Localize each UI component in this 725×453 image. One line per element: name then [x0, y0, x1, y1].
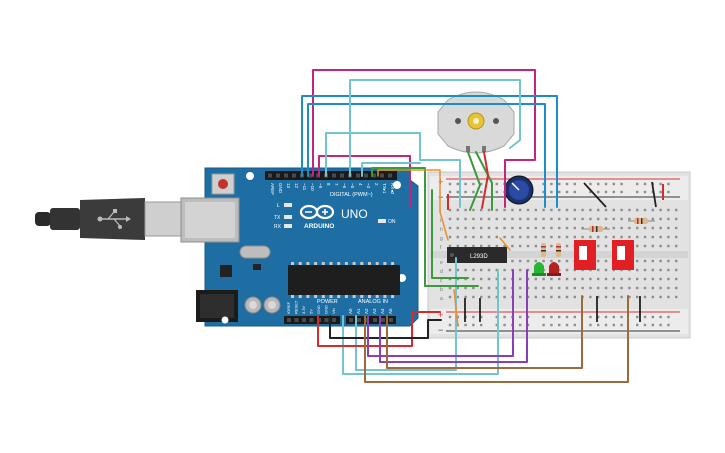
digital-pin-label: 7 [334, 183, 339, 186]
analog-pin-label: A5 [388, 308, 393, 314]
power-pin-label: GND [316, 305, 321, 314]
svg-text:h: h [440, 227, 443, 233]
power-header-label: POWER [317, 299, 338, 305]
chip-label: L293D [470, 254, 488, 260]
gear-icon [467, 112, 485, 130]
wire-green [475, 151, 493, 211]
svg-text:f: f [440, 245, 442, 251]
digital-pin-label: TX▸1 [382, 183, 387, 194]
dc-motor [437, 91, 515, 154]
resistor [582, 226, 610, 232]
wire-black [329, 315, 442, 339]
wire-orange [453, 289, 459, 327]
rail-jumpers [447, 184, 664, 210]
wire-cyan [325, 132, 461, 208]
analog-header-label: ANALOG IN [358, 299, 388, 305]
digital-pin-label: ~3 [366, 183, 371, 189]
on-led-label: ON [388, 219, 396, 225]
wire-brown [364, 295, 629, 383]
svg-text:b: b [440, 287, 443, 293]
svg-text:L: L [277, 203, 280, 209]
svg-text:c: c [440, 278, 443, 284]
green-led [532, 262, 546, 276]
svg-text:d: d [440, 269, 443, 275]
breadboard: + − + − j i h g f e d c b a [427, 171, 691, 339]
rail-minus-label: − [438, 325, 443, 335]
digital-pin-label: ~9 [318, 183, 323, 189]
digital-pin-label: ~6 [342, 183, 347, 189]
wire-magenta [318, 155, 411, 208]
wires [301, 69, 629, 383]
svg-text:e: e [440, 260, 443, 266]
wire-green [431, 189, 469, 279]
row-letters-bottom: e d c b a [440, 260, 443, 302]
digital-pin-label: ~5 [350, 183, 355, 189]
analog-pin-label: A4 [380, 308, 385, 314]
potentiometer[interactable] [504, 175, 534, 205]
wire-blue [307, 103, 546, 208]
digital-pin-label: 2 [374, 183, 379, 186]
digital-pin-label: 12 [294, 183, 299, 189]
digital-pin-label: ~10 [310, 183, 315, 191]
wire-green [371, 167, 479, 287]
slide-switch[interactable] [612, 240, 634, 270]
power-pin-label: GND [324, 305, 329, 314]
resistor [541, 243, 546, 257]
wire-purple [379, 269, 528, 363]
rail-plus-label: + [438, 310, 443, 320]
usb-cable [35, 198, 184, 240]
analog-pin-label: A3 [372, 308, 377, 314]
power-pin-label: 3.3V [301, 305, 306, 314]
arduino-logo [299, 204, 335, 220]
digital-pin-label: GND [278, 183, 283, 194]
wire-cyan [349, 79, 521, 177]
onboard-leds: L TX RX ON [274, 203, 396, 230]
svg-text:a: a [440, 296, 443, 302]
digital-header-label: DIGITAL (PWM~) [330, 192, 373, 198]
reset-button[interactable] [211, 173, 235, 195]
wire-magenta [312, 69, 536, 208]
power-pin-label: Vin [331, 308, 336, 314]
digital-pin-label: ~11 [302, 183, 307, 191]
digital-pin-label: RX◂0 [390, 183, 395, 195]
wire-cyan [361, 162, 421, 177]
arduino-uno-board: UNO ARDUINO L TX RX ON DIGITAL (PWM~) PO… [180, 167, 419, 327]
digital-pin-label: 13 [286, 183, 291, 189]
wire-brown [386, 295, 583, 369]
wire-red [481, 151, 489, 209]
svg-text:RX: RX [274, 224, 282, 230]
wire-blue [301, 95, 558, 208]
wire-green [467, 151, 481, 211]
power-pin-label: 5V [309, 309, 314, 314]
slide-switch[interactable] [574, 240, 596, 270]
wire-orange [499, 237, 511, 251]
power-pin-label: IOREF [286, 301, 291, 314]
analog-pin-label: A0 [348, 308, 353, 314]
svg-text:i: i [440, 218, 441, 224]
atmega-pins [291, 262, 395, 298]
wire-red [317, 311, 441, 347]
l293d-chip: L293D [447, 247, 507, 263]
jumpers [464, 181, 657, 322]
analog-pin-label: A2 [364, 308, 369, 314]
power-pin-label: RESET [294, 300, 299, 314]
board-brand: ARDUINO [304, 223, 334, 230]
resistor [556, 243, 561, 257]
board-model: UNO [341, 207, 368, 221]
usb-icon [97, 209, 131, 229]
resistor [628, 218, 655, 224]
digital-pin-label: 8 [326, 183, 331, 186]
wire-orange [377, 169, 449, 241]
digital-pin-label: 4 [358, 183, 363, 186]
digital-pin-label: AREF [270, 183, 275, 195]
svg-text:TX: TX [274, 215, 281, 221]
analog-pin-label: A1 [356, 308, 361, 314]
red-led [547, 262, 561, 276]
wire-purple [367, 269, 514, 357]
svg-text:g: g [440, 236, 443, 242]
